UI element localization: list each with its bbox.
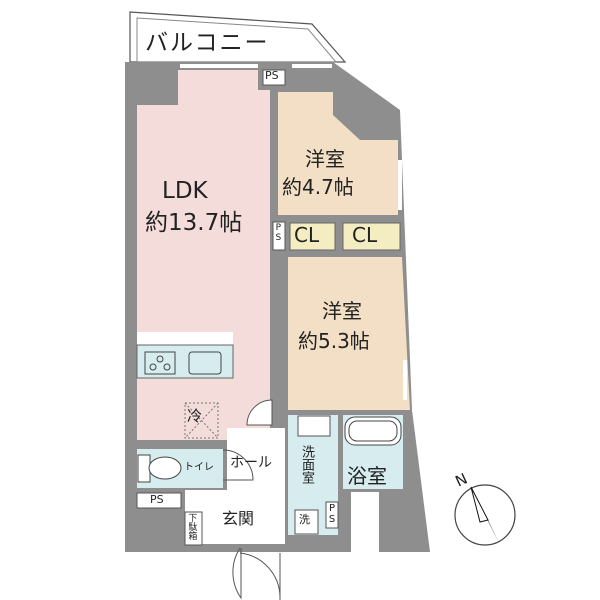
balcony-area (129, 11, 347, 63)
closet-2-floor (342, 222, 401, 251)
western-room-2-label: 洋室 (322, 299, 362, 323)
ps-label-washroom: PS (326, 503, 338, 525)
kitchen-counter (136, 344, 234, 379)
shoe-box (184, 511, 203, 546)
western-room-1-label: 洋室 (305, 147, 345, 171)
western-room-2-floor (288, 257, 410, 410)
washer-label: 洗 (299, 513, 310, 526)
entrance-label: 玄関 (222, 509, 255, 528)
western-room-1-size: 約4.7帖 (282, 175, 354, 199)
closet-2-label: CL (352, 223, 378, 247)
western-room-1-floor (278, 92, 398, 215)
bathroom-label: 浴室 (347, 464, 387, 488)
toilet-label: トイレ (184, 462, 214, 473)
fridge-label: 冷 (187, 407, 203, 425)
ps-label-left: PS (150, 493, 164, 506)
ldk-size: 約13.7帖 (145, 210, 243, 236)
stove (144, 351, 176, 375)
hall-label: ホール (230, 455, 272, 471)
ldk-label: LDK (162, 178, 208, 204)
shoe-box-label: 下駄箱 (186, 513, 197, 540)
compass-icon (454, 484, 516, 546)
washroom-label: 洗面室 (298, 445, 314, 484)
closet-1-floor (289, 222, 336, 251)
ps-label-closet: PS (273, 223, 284, 243)
fridge-space (184, 402, 219, 439)
closet-1-label: CL (294, 223, 320, 247)
ps-label-top: PS (265, 69, 279, 82)
ldk-floor (137, 70, 270, 440)
balcony-label: バルコニー (145, 30, 270, 56)
kitchen-sink (188, 351, 222, 375)
western-room-2-size: 約5.3帖 (298, 329, 370, 353)
